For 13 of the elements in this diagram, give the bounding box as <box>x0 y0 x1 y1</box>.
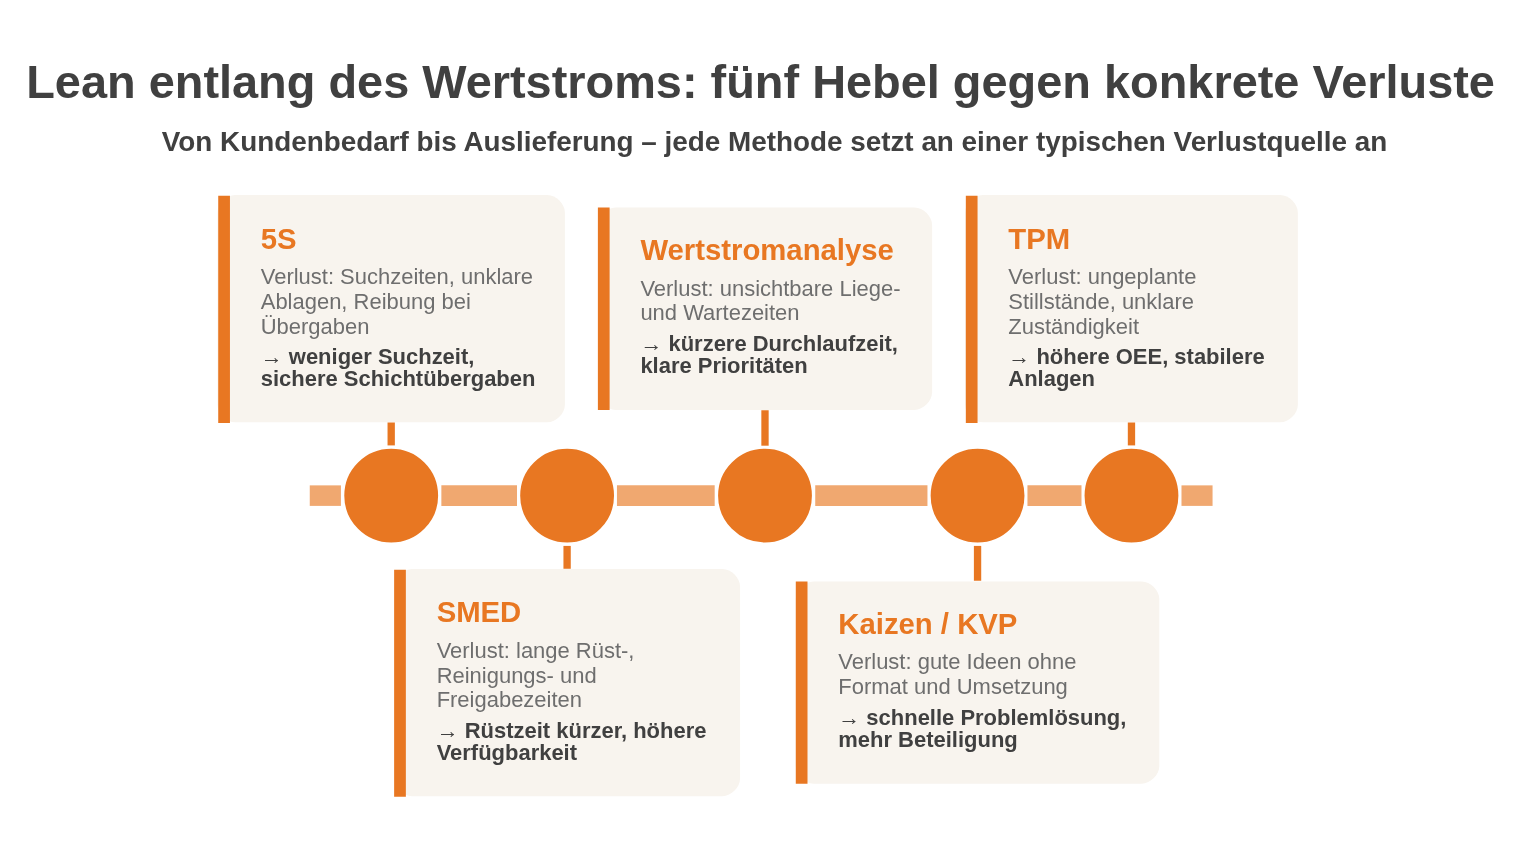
connector <box>1027 484 1082 506</box>
connector <box>563 545 571 569</box>
connector <box>761 409 769 446</box>
connector <box>616 484 715 506</box>
connector <box>973 545 982 581</box>
connector <box>309 484 341 506</box>
diagram-title: Lean entlang des Wertstroms: fünf Hebel gegen konkrete Verluste <box>26 55 1495 108</box>
connector <box>815 484 928 506</box>
label: Von Kundenbedarf bis Auslieferung – jede Methode setzt an einer typischen Verlustquelle an <box>161 125 1388 157</box>
connector <box>441 484 517 506</box>
connector <box>1127 422 1136 445</box>
connector <box>387 422 395 445</box>
connector <box>1181 484 1213 506</box>
